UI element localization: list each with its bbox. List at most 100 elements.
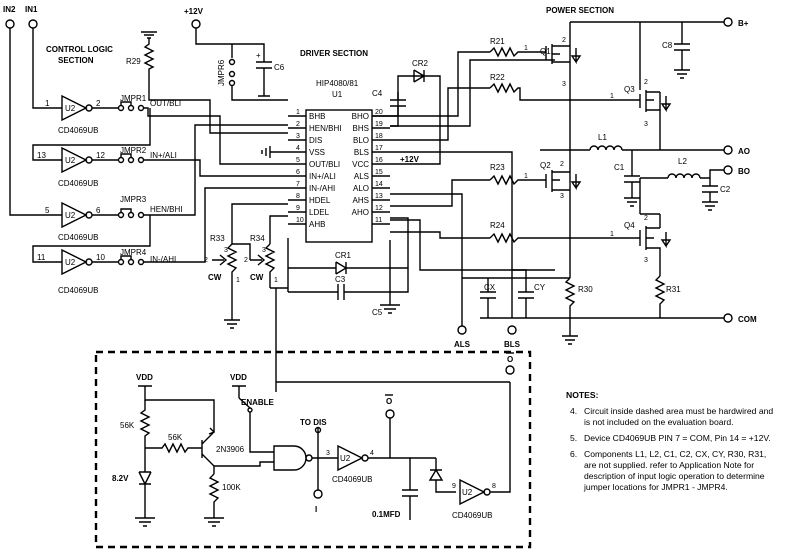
svg-text:11: 11: [37, 253, 46, 262]
ic-left-pin-name: HDEL: [309, 196, 331, 205]
vplus-terminal: [191, 19, 201, 29]
r56k-a-label: 56K: [120, 421, 135, 430]
c2-cap: [702, 185, 718, 211]
r24-label: R24: [490, 221, 505, 230]
r30-label: R30: [578, 285, 593, 294]
vcc-supply-label: +12V: [400, 155, 420, 164]
inv1-in-pin: 3: [326, 450, 330, 457]
jmpr6-label: JMPR6: [217, 59, 226, 86]
ic-left-pin-number: 2: [296, 121, 300, 128]
inv2-input-wire: [32, 108, 151, 161]
r23-pin1: 1: [524, 173, 528, 180]
note-line: is not included on the evaluation board.: [584, 417, 734, 427]
ic-left-pin-number: 7: [296, 181, 300, 188]
control-section-title-1: CONTROL LOGIC: [46, 45, 113, 54]
ic-right-pin-number: 15: [375, 169, 383, 176]
zener-diode: [135, 448, 155, 527]
ao-wire: [540, 128, 724, 176]
svg-text:U2: U2: [65, 258, 76, 267]
svg-text:JMPR2: JMPR2: [120, 146, 147, 155]
svg-text:2N3906: 2N3906: [216, 445, 245, 454]
in2-terminal: [5, 19, 15, 29]
svg-text:3: 3: [560, 193, 564, 200]
ic-right-pin-number: 19: [375, 121, 383, 128]
bo-wire: [639, 169, 724, 214]
r21-label: R21: [490, 37, 505, 46]
r56k-b-label: 56K: [168, 433, 183, 442]
ic-left-pin-name: HEN/BHI: [309, 124, 341, 133]
ic-right-pin-number: 20: [375, 109, 383, 116]
svg-text:U2: U2: [462, 488, 473, 497]
ic-right-pin-name: BHS: [353, 124, 369, 133]
r33-pin1: 1: [236, 277, 240, 284]
ic-left-pin-number: 9: [296, 205, 300, 212]
note-number: 4.: [570, 406, 577, 416]
ao-terminal: [723, 145, 733, 155]
svg-text:8: 8: [492, 483, 496, 490]
ao-label: AO: [738, 147, 750, 156]
svg-text:CD4069UB: CD4069UB: [452, 511, 492, 520]
bo-terminal: [723, 165, 733, 175]
c1-label: C1: [614, 163, 625, 172]
svg-text:JMPR1: JMPR1: [120, 94, 147, 103]
svg-text:JMPR3: JMPR3: [120, 195, 147, 204]
o-node: [505, 365, 515, 375]
ic-right-pin-number: 17: [375, 145, 383, 152]
ic-left-pin-name: LDEL: [309, 208, 330, 217]
nand-gate: [273, 445, 313, 471]
r31-resistor: [654, 275, 666, 318]
ic-right-pin-name: ALO: [353, 184, 369, 193]
ic-part: HIP4080/81: [316, 79, 359, 88]
cr2-label: CR2: [412, 59, 429, 68]
l2-inductor: [667, 173, 701, 179]
nand-out-wire: [312, 428, 338, 459]
r33-cw: CW: [208, 273, 222, 282]
ic-right-pin-number: 12: [375, 205, 383, 212]
jmpr6-pin-a: [228, 58, 236, 66]
inv4-input-wire: [32, 215, 151, 263]
to-dis-label: TO DIS: [300, 418, 327, 427]
bls-label: BLS: [504, 340, 521, 349]
svg-text:2: 2: [562, 37, 566, 44]
driver-section-title: DRIVER SECTION: [300, 49, 368, 58]
ic-left-pin-name: AHB: [309, 220, 325, 229]
c3-cap: [288, 268, 409, 300]
pin18-wire: [390, 87, 490, 141]
pin15-wire: [390, 193, 463, 318]
vdd-label-2: VDD: [230, 373, 247, 382]
r23-resistor: [489, 174, 546, 186]
r34-pin3: 3: [262, 247, 266, 254]
svg-text:U2: U2: [65, 156, 76, 165]
svg-text:U2: U2: [65, 104, 76, 113]
c4-cap: [390, 92, 406, 127]
r29-ground: [141, 31, 157, 39]
ic-left-pin-number: 5: [296, 157, 300, 164]
cr1-diode: [288, 217, 409, 275]
r24-resistor: [489, 232, 640, 244]
vdd-rail-2: [232, 385, 246, 398]
q2-mosfet: Q2 2 3: [540, 161, 582, 200]
svg-text:6: 6: [96, 206, 101, 215]
ic-left-pin-number: 1: [296, 109, 300, 116]
jmpr3-to-pin2: [144, 124, 288, 216]
o-label: O: [507, 355, 513, 364]
cr1-label: CR1: [335, 251, 352, 260]
ic-left-pin-number: 4: [296, 145, 300, 152]
r34-pin2: 2: [244, 257, 248, 264]
note-line: Circuit inside dashed area must be hardw…: [584, 406, 773, 416]
ic-right-pin-name: VCC: [352, 160, 369, 169]
ic-left-pin-number: 3: [296, 133, 300, 140]
note-line: jumper locations for JMPR1 - JMPR4.: [583, 482, 728, 492]
r33-label: R33: [210, 234, 225, 243]
com-label: COM: [738, 315, 757, 324]
control-section-title-2: SECTION: [58, 56, 94, 65]
svg-text:1: 1: [45, 99, 50, 108]
obar-node: [385, 409, 395, 419]
ic-right-pin-number: 18: [375, 133, 383, 140]
hardwired-area: [94, 350, 532, 549]
svg-text:2: 2: [96, 99, 101, 108]
r33-pin3: 3: [224, 247, 228, 254]
c8-label: C8: [662, 41, 673, 50]
jmpr6-pin-c: [228, 79, 236, 87]
q4-mosfet: Q4 2 3: [624, 214, 672, 264]
